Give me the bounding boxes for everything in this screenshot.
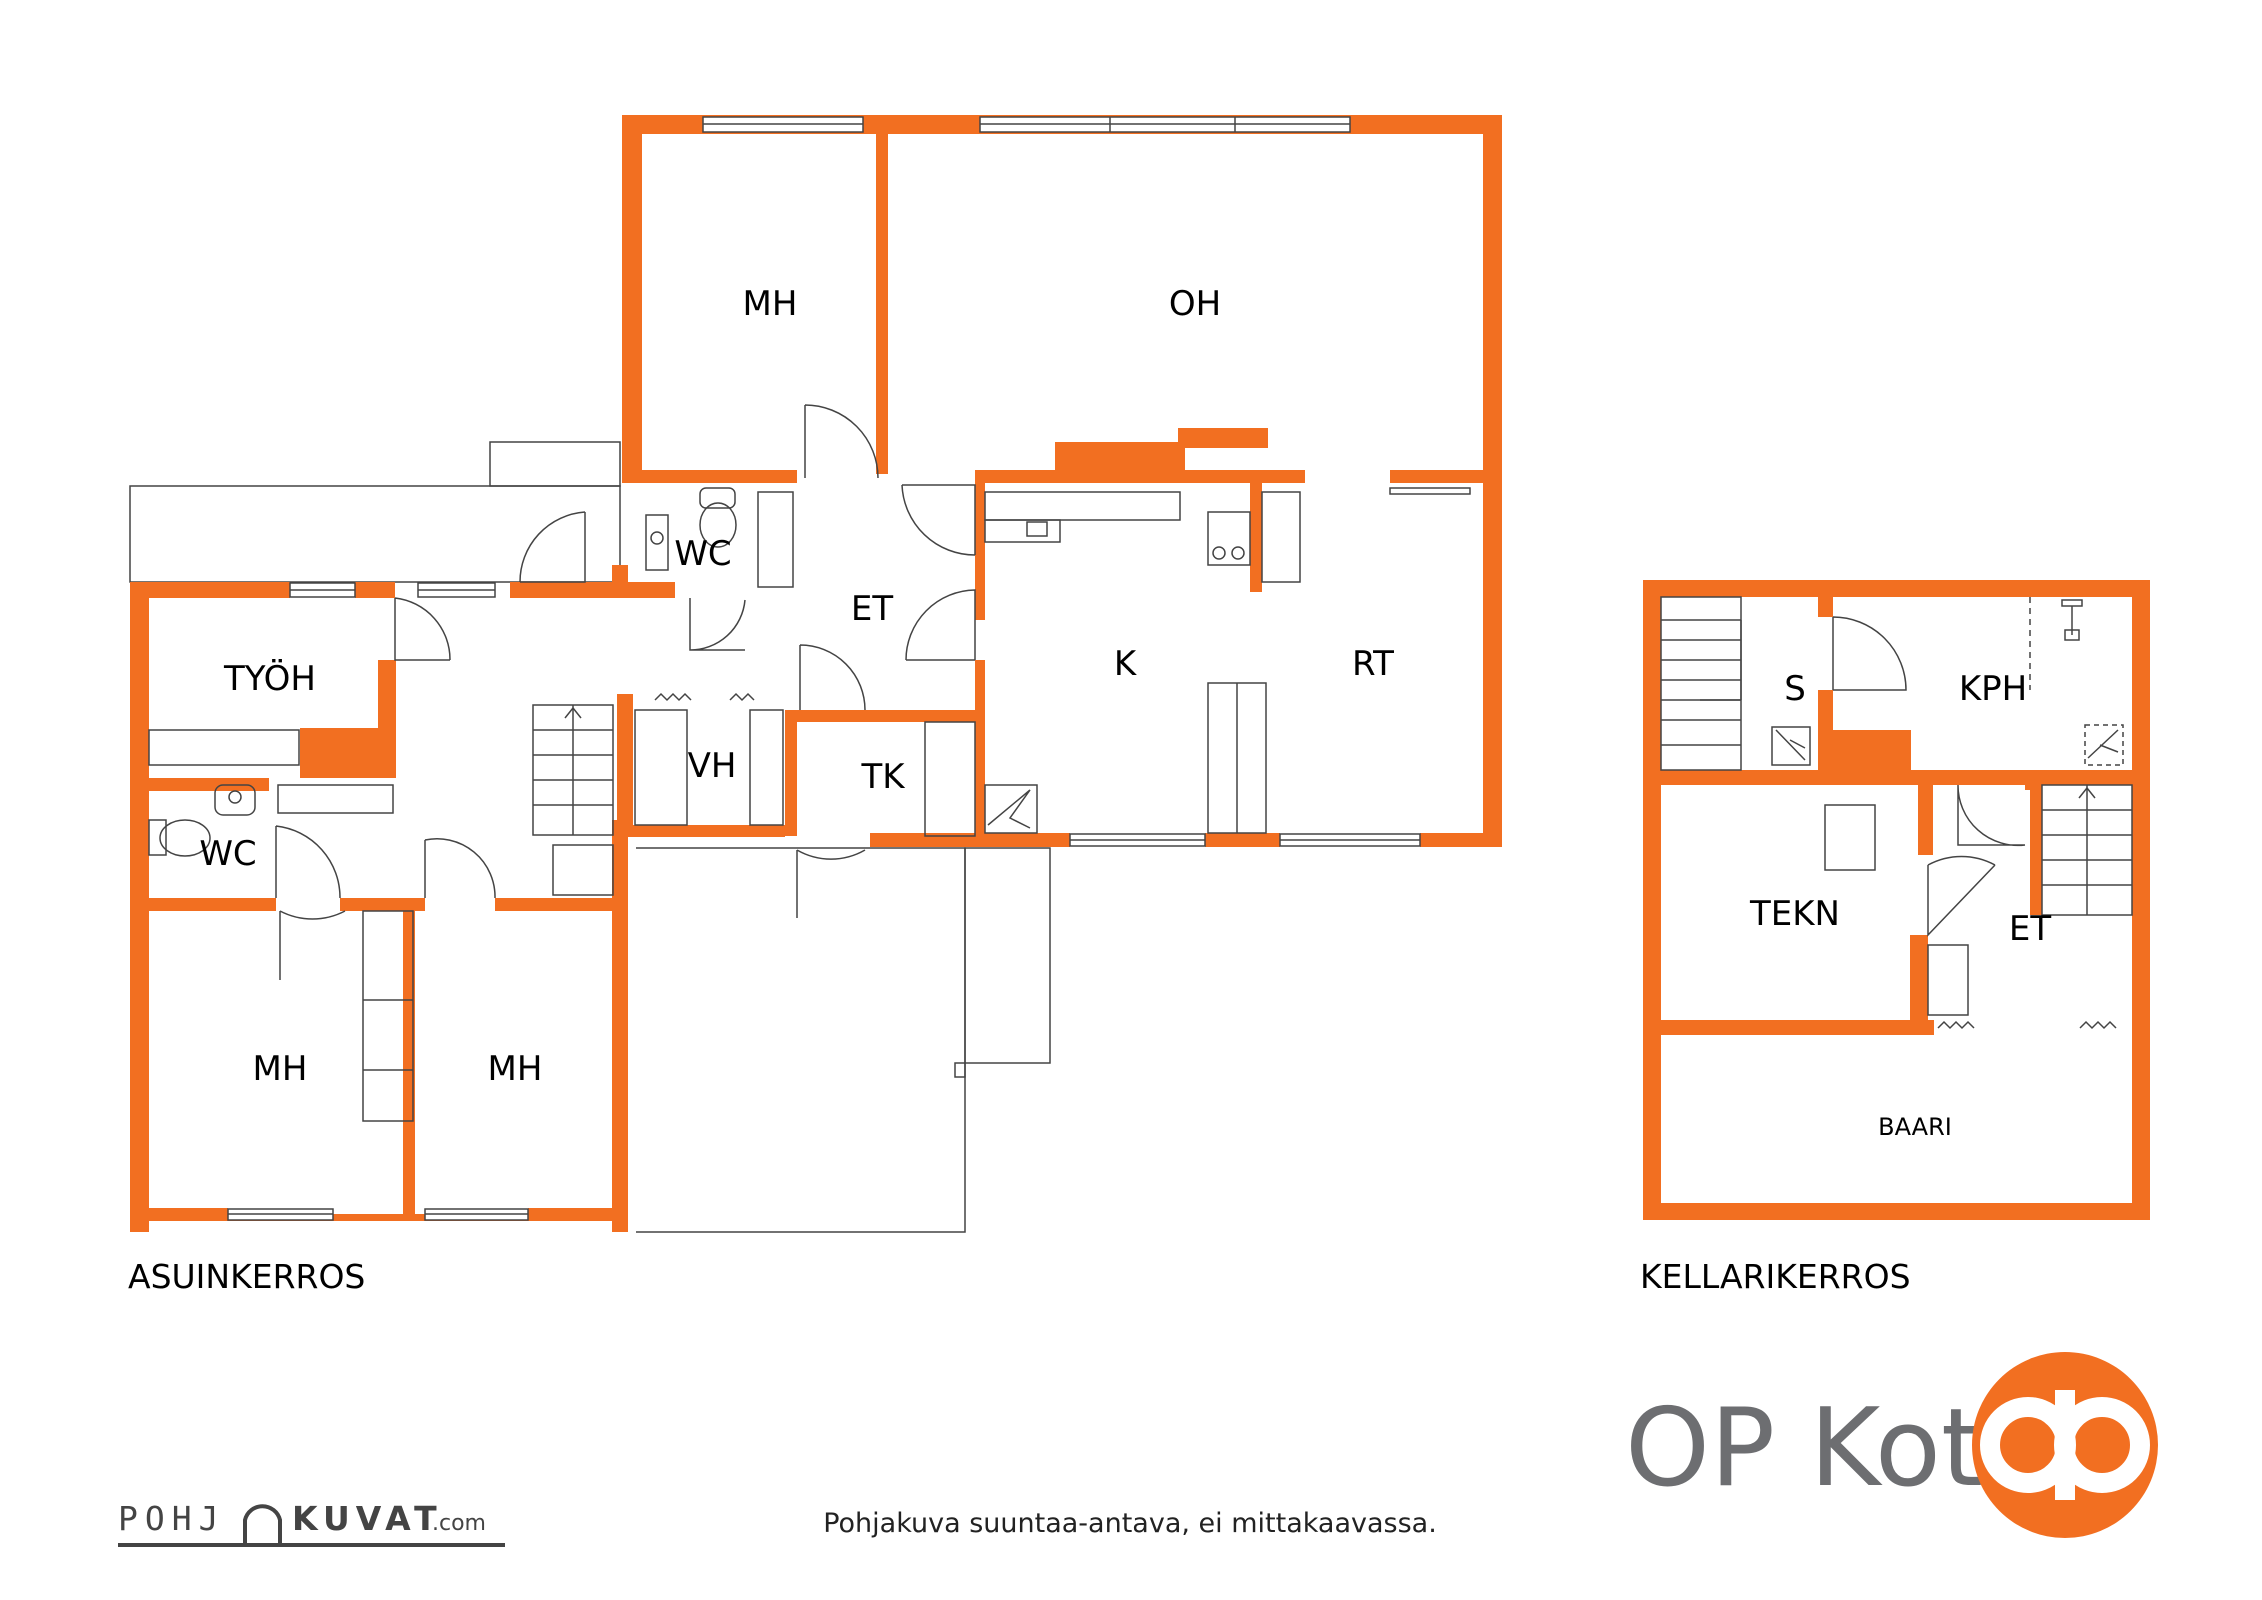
carport-outline [636, 847, 966, 1233]
floor-label-basement: KELLARIKERROS [1640, 1257, 1911, 1296]
room-label-mh-left: MH [253, 1049, 308, 1089]
room-label-et-basement: ET [2009, 909, 2051, 949]
credit-arch-icon [243, 1504, 282, 1545]
credit-text-right: KUVAT [292, 1499, 443, 1538]
room-label-wc: WC [674, 534, 731, 574]
op-logo-icon [1972, 1352, 2158, 1538]
main-windows [227, 116, 1471, 1221]
basement-floor: S KPH TEKN ET BAARI KELLARIKERROS [1640, 580, 2150, 1296]
disclaimer-text: Pohjakuva suuntaa-antava, ei mittakaavas… [823, 1508, 1437, 1539]
room-label-vh: VH [688, 746, 737, 786]
floor-label-main: ASUINKERROS [128, 1257, 365, 1296]
credit-text-left: POHJ [118, 1499, 225, 1538]
brand-name: OP Koti [1625, 1386, 2013, 1511]
room-label-tekn: TEKN [1749, 894, 1840, 934]
credit-logo: POHJ KUVAT .com [118, 1499, 505, 1547]
room-label-mh-right: MH [488, 1049, 543, 1089]
basement-room-labels: S KPH TEKN ET BAARI [1749, 669, 2051, 1141]
room-label-s: S [1784, 669, 1806, 709]
room-label-et: ET [851, 589, 893, 629]
room-label-kph: KPH [1959, 669, 2027, 709]
room-label-oh: OH [1169, 284, 1221, 324]
brand: OP Koti [1625, 1352, 2158, 1538]
carport-step [964, 847, 1051, 1064]
room-label-wc-lower: WC [199, 834, 256, 874]
main-walls [130, 115, 1502, 1232]
credit-text-suffix: .com [432, 1511, 486, 1536]
room-label-tyoh: TYÖH [223, 658, 316, 699]
main-doors [275, 404, 976, 980]
roof-overhang [129, 485, 621, 583]
basement-fixtures [1660, 596, 2133, 1030]
room-label-rt: RT [1352, 644, 1394, 684]
main-floor: MH OH WC ET TYÖH K RT VH TK WC MH MH ASU… [128, 115, 1502, 1296]
main-room-labels: MH OH WC ET TYÖH K RT VH TK WC MH MH [199, 284, 1394, 1089]
carport-post [954, 1062, 966, 1078]
basement-walls [1643, 580, 2150, 1220]
room-label-mh: MH [743, 284, 798, 324]
room-label-baari: BAARI [1878, 1113, 1952, 1141]
roof-overhang-step [489, 441, 621, 487]
main-fixtures [148, 487, 1301, 1122]
room-label-tk: TK [860, 757, 906, 797]
room-label-k: K [1114, 644, 1138, 684]
